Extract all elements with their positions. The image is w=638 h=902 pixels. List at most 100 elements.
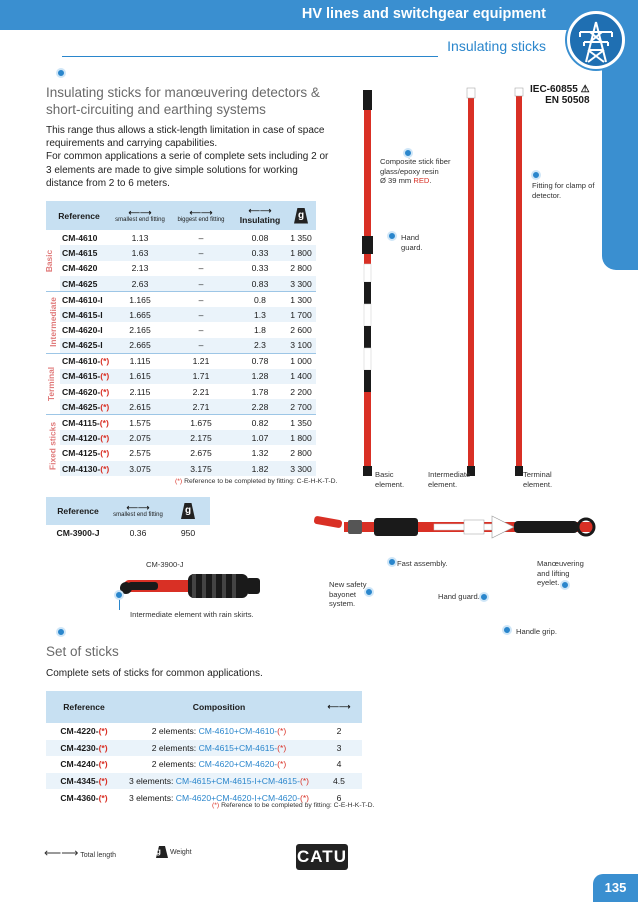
handle-image (120, 574, 260, 598)
intro-paragraph: This range thus allows a stick-length li… (46, 125, 325, 150)
cell-biggest: 2.175 (168, 430, 234, 446)
table-note: (*) Reference to be completed by fitting… (175, 478, 338, 485)
sticks-image (362, 87, 524, 476)
cell-ref: CM-4615-(*) (60, 368, 112, 384)
cell-weight: 3 300 (286, 460, 316, 477)
length-arrow-icon: ⟵⟶ (189, 207, 213, 217)
table-row: CM-4220-(*)2 elements: CM-4610+CM-4610-(… (46, 723, 362, 740)
catu-logo: CATU (296, 844, 348, 870)
handle-caption: Intermediate element with rain skirts. (130, 610, 254, 619)
cell-ref: CM-4615 (60, 245, 112, 261)
group-label-cell: Fixed sticks (46, 414, 60, 477)
table-row: CM-3900-J 0.36 950 (46, 525, 210, 541)
cell-smallest: 2.63 (112, 276, 168, 292)
cell-ref: CM-4115-(*) (60, 414, 112, 431)
cell-weight: 1 350 (286, 414, 316, 431)
header-title: HV lines and switchgear equipment (301, 6, 546, 22)
cell-length: 4 (336, 759, 342, 770)
callout-dot (502, 625, 512, 635)
group-label: Terminal (45, 366, 56, 402)
col-smallest: ⟵⟶smallest end fitting (112, 201, 168, 230)
callout-dot (403, 148, 413, 158)
weight-icon: g (156, 846, 168, 858)
cell-composition: 2 elements: CM-4620+CM-4620-(*) (151, 759, 287, 770)
cell-weight: 3 100 (286, 337, 316, 354)
intro-text: This range thus allows a stick-length li… (46, 124, 336, 190)
cell-smallest: 2.165 (129, 325, 151, 336)
cell-composition: 2 elements: CM-4615+CM-4615-(*) (122, 739, 316, 757)
length-arrow-icon: ⟵⟶ (44, 846, 79, 860)
cell-insulating: 0.08 (251, 232, 269, 243)
section-heading: Insulating sticks for manœuvering detect… (46, 85, 320, 117)
table-row: CM-4360-(*) 3 elements: CM-4620+CM-4620-I… (46, 789, 362, 806)
cell-ref: CM-4130-(*) (60, 460, 112, 477)
group-label: Basic (44, 249, 55, 272)
cell-biggest: 1.71 (168, 368, 234, 384)
cell-weight: 1 350 (290, 232, 312, 243)
col-reference: Reference (46, 691, 122, 723)
bullet-dot (56, 627, 66, 637)
cell-weight: 1 800 (286, 430, 316, 446)
standards: IEC-60855 ⚠ EN 50508 (530, 84, 590, 106)
cell-smallest: 2.665 (112, 337, 168, 354)
cell-insulating: 0.83 (234, 276, 286, 292)
group-label-cell: Intermediate (46, 291, 60, 354)
bullet-dot (56, 68, 66, 78)
cell-length: 2 (336, 726, 342, 737)
cell-length: 3 (316, 739, 362, 757)
standard-iec: IEC-60855 ⚠ (530, 84, 590, 95)
cell-composition: 3 elements: CM-4615+CM-4615-I+CM-4615-(*… (122, 772, 316, 790)
cell-ref: CM-4625-I (60, 337, 112, 354)
callout-line (119, 596, 120, 610)
cell-smallest: 2.115 (129, 386, 151, 397)
cell-ref: CM-4625-(*) (60, 399, 112, 415)
cell-ref: CM-4610-(*) (60, 352, 112, 369)
cell-biggest: 3.175 (168, 460, 234, 477)
cell-biggest: – (198, 325, 204, 336)
col-smallest: ⟵⟶smallest end fitting (110, 497, 166, 525)
cell-composition: 3 elements: CM-4620+CM-4620-I+CM-4620-(*… (128, 792, 310, 803)
cell-biggest: – (198, 232, 204, 243)
section-subtitle: Insulating sticks (447, 38, 546, 54)
callout-dot (387, 557, 397, 567)
cell-length: 4.5 (316, 772, 362, 790)
col-composition: Composition (122, 691, 316, 723)
cell-insulating: 1.78 (251, 386, 269, 397)
cell-insulating: 2.3 (234, 337, 286, 354)
cell-ref: CM-4360-(*) (60, 792, 108, 803)
callout-dot (114, 590, 124, 600)
cell-smallest: 1.165 (112, 291, 168, 307)
cell-insulating: 1.8 (254, 325, 266, 336)
sets-heading: Set of sticks (46, 644, 119, 659)
handle-table: Reference ⟵⟶smallest end fitting g CM-39… (46, 497, 210, 541)
cell-smallest: 2.575 (129, 448, 151, 459)
cell-ref: CM-4620-(*) (62, 386, 110, 397)
grip-label: Handle grip. (516, 627, 557, 636)
cell-biggest: – (168, 276, 234, 292)
cell-insulating: 1.07 (234, 430, 286, 446)
cell-weight: 2 600 (290, 325, 312, 336)
sets-description: Complete sets of sticks for common appli… (46, 668, 263, 679)
cell-weight: 1 300 (286, 291, 316, 307)
cell-ref: CM-4620 (62, 263, 98, 274)
group-label-cell: Terminal (45, 352, 60, 415)
cell-weight: 1 400 (286, 368, 316, 384)
cell-ref: CM-3900-J (56, 528, 100, 538)
cell-biggest: – (198, 263, 204, 274)
col-insulating: ⟵⟶Insulating (234, 201, 286, 230)
cell-weight: 1 000 (286, 352, 316, 369)
cell-insulating: 1.32 (251, 448, 269, 459)
sets-note: (*) Reference to be completed by fitting… (212, 802, 375, 809)
side-tab (602, 30, 638, 270)
cell-insulating: 0.82 (234, 414, 286, 431)
